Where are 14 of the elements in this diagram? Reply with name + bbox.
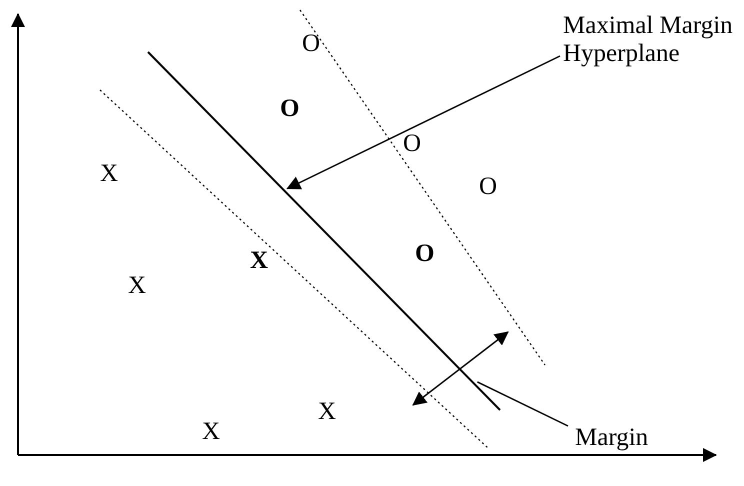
data-point-marker: O	[415, 240, 434, 268]
callout-text: Maximal Margin Hyperplane	[563, 12, 738, 68]
data-point-marker: X	[202, 418, 220, 446]
data-point-marker: X	[318, 398, 336, 426]
data-point-marker: O	[302, 30, 320, 58]
callout-text: Margin	[575, 424, 648, 452]
data-point-marker: X	[100, 160, 118, 188]
data-point-marker: O	[280, 95, 300, 123]
leader-line	[477, 381, 568, 427]
data-point-marker: X	[250, 247, 268, 275]
data-point-marker: X	[128, 272, 146, 300]
data-point-marker: O	[403, 130, 422, 158]
arrow	[286, 55, 560, 190]
data-point-marker: O	[479, 173, 498, 201]
